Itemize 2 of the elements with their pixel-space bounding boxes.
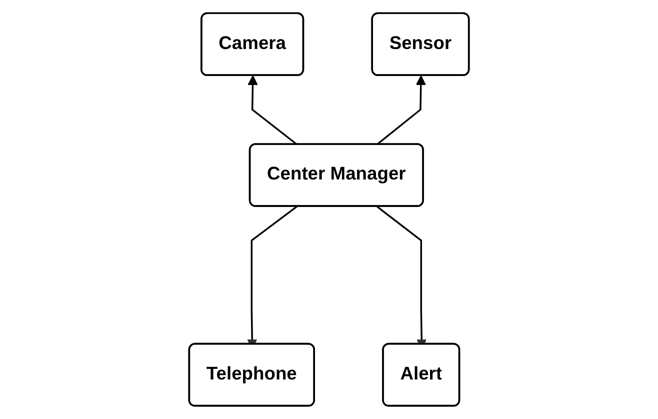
arrow xyxy=(248,75,298,146)
arrow xyxy=(376,75,426,146)
